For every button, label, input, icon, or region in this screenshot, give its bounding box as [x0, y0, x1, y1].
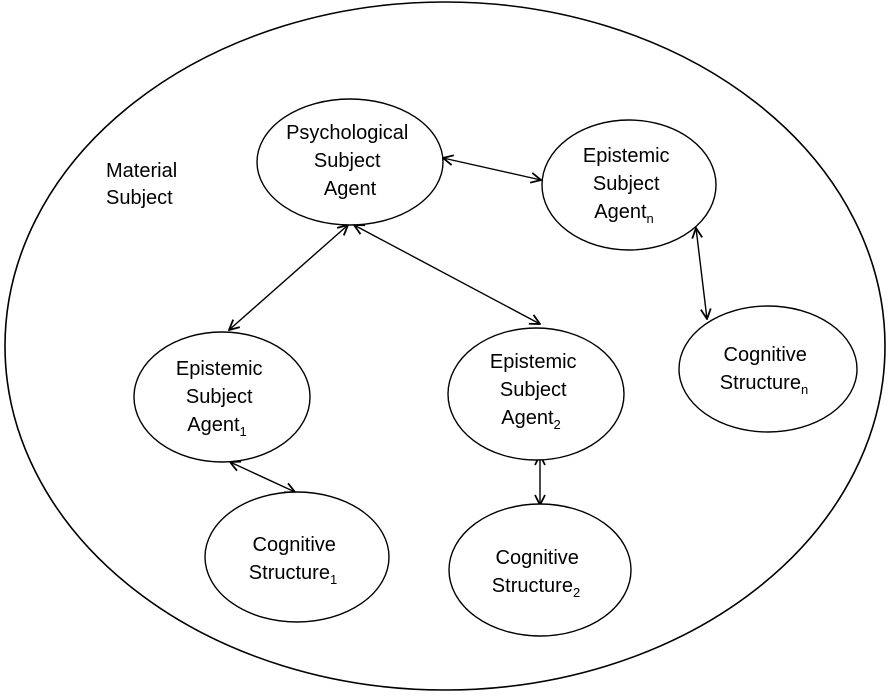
node-shape — [256, 98, 444, 226]
node-label: Cognitive Structure2 — [492, 547, 585, 600]
subscript: n — [801, 382, 808, 397]
node-shape — [541, 119, 717, 251]
node-shape — [447, 327, 625, 461]
edge-epistemic-n-cognitive-n — [696, 228, 707, 319]
node-label: Epistemic Subject Agent2 — [490, 351, 582, 432]
subscript: 1 — [240, 424, 247, 439]
node-cognitive-structure-n: Cognitive Structuren — [678, 305, 858, 433]
node-label: Cognitive Structure1 — [249, 534, 342, 587]
edge-psych-epistemic-2 — [354, 225, 540, 324]
material-subject-label: Material Subject — [106, 160, 183, 209]
node-shape — [133, 331, 311, 463]
node-label: Psychological Subject Agent — [286, 122, 414, 200]
node-cognitive-structure-2: Cognitive Structure2 — [448, 503, 632, 637]
node-psychological-subject-agent: Psychological Subject Agent — [256, 98, 444, 226]
subscript: n — [647, 211, 654, 226]
node-cognitive-structure-1: Cognitive Structure1 — [204, 491, 390, 623]
subscript: 2 — [573, 585, 580, 600]
edge-epistemic-1-cognitive-1 — [230, 462, 295, 492]
material-subject-label-line-2: Subject — [106, 187, 173, 209]
subscript: 2 — [554, 417, 561, 432]
node-label: Cognitive Structuren — [720, 344, 813, 397]
edge-psych-epistemic-1 — [229, 225, 348, 330]
edge-psych-epistemic-n — [443, 158, 541, 180]
material-subject-label-line-1: Material — [106, 160, 177, 182]
node-epistemic-subject-agent-2: Epistemic Subject Agent2 — [447, 327, 625, 461]
node-shape — [448, 503, 632, 637]
node-label: Epistemic Subject Agent1 — [176, 358, 268, 439]
subscript: 1 — [330, 572, 337, 587]
node-epistemic-subject-agent-n: Epistemic Subject Agentn — [541, 119, 717, 251]
material-subject-boundary — [4, 1, 886, 691]
node-label: Epistemic Subject Agentn — [583, 145, 675, 226]
node-shape — [678, 305, 858, 433]
node-epistemic-subject-agent-1: Epistemic Subject Agent1 — [133, 331, 311, 463]
node-shape — [204, 491, 390, 623]
